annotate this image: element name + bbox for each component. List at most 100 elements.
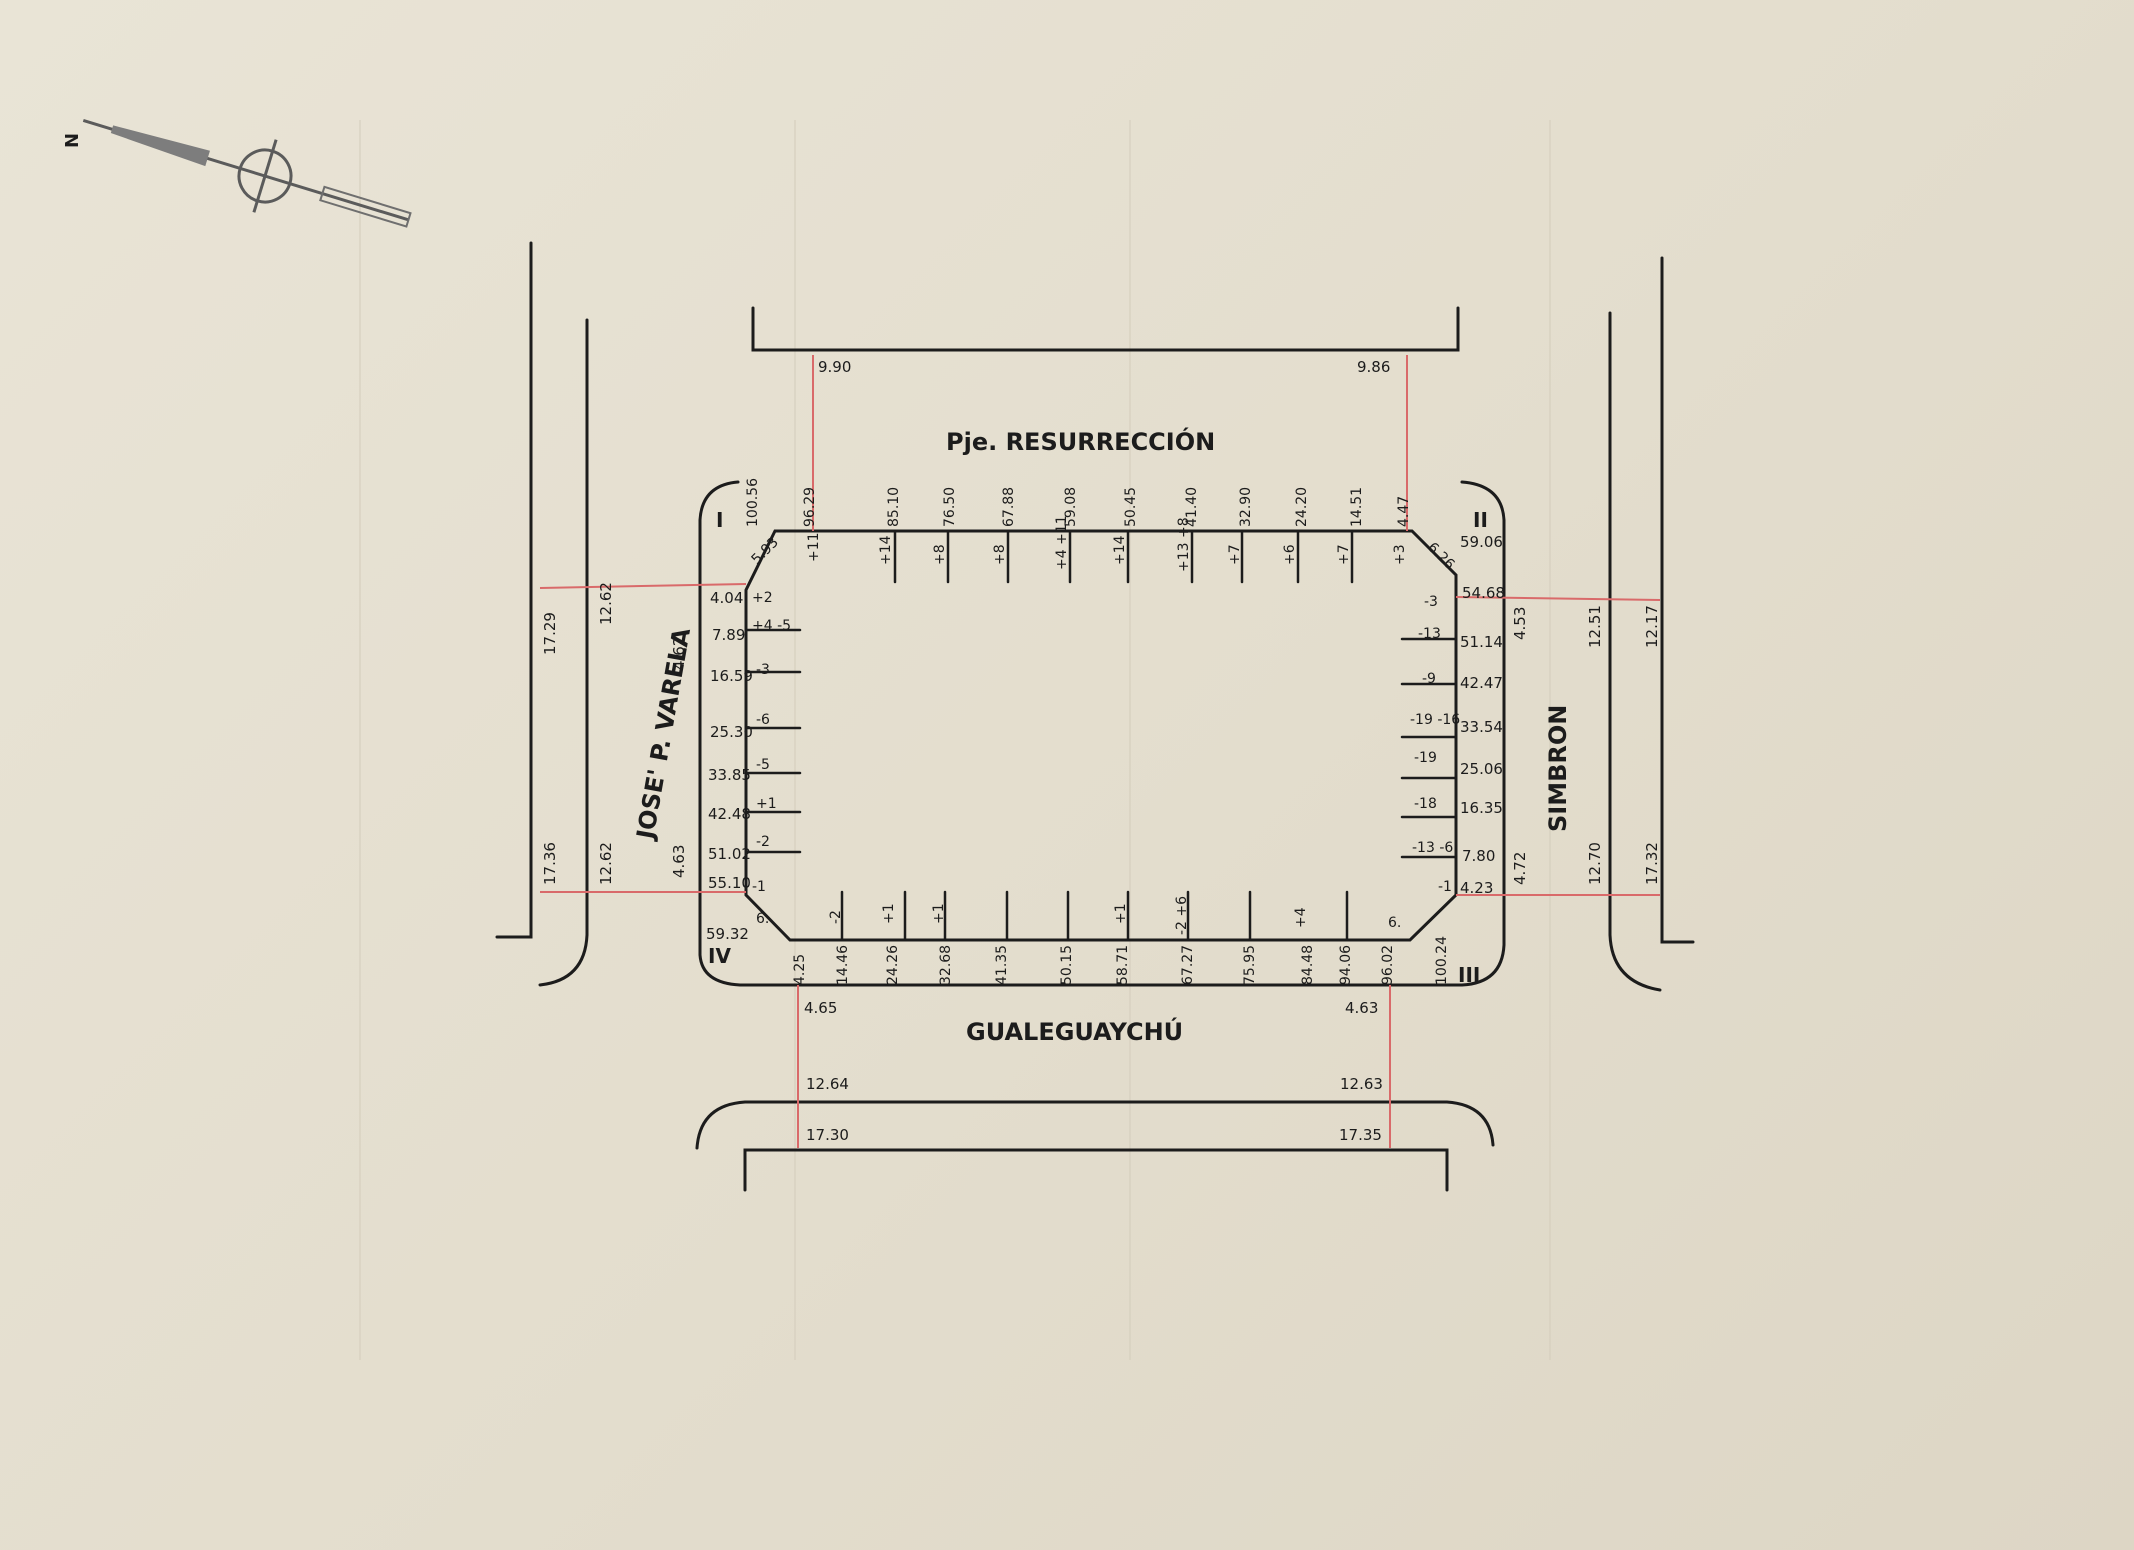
- south-pos-7: 67.27: [1180, 945, 1196, 985]
- south-pos-10: 94.06: [1338, 945, 1354, 985]
- south-pos-12: 100.24: [1434, 936, 1450, 985]
- north-pos-3: 76.50: [942, 487, 958, 527]
- north-off-9: +6: [1282, 544, 1298, 565]
- lot-boundary: [744, 529, 1458, 942]
- south-pos-11: 96.02: [1380, 945, 1396, 985]
- west-off-6: -2: [756, 834, 770, 850]
- north-letter: N: [62, 133, 83, 148]
- west-pos-6: 51.02: [708, 845, 751, 863]
- west-off-3: -6: [756, 712, 770, 728]
- north-off-11: +3: [1392, 544, 1408, 565]
- east-side-values: 59.06 54.68 51.14 42.47 33.54 25.06 16.3…: [1410, 533, 1505, 897]
- block-outline: [698, 480, 1506, 987]
- south-off-9: +4: [1293, 907, 1309, 928]
- east-pos-2: 51.14: [1460, 633, 1503, 651]
- north-off-6: +14: [1112, 535, 1128, 565]
- east-dist-1732: 17.32: [1643, 842, 1661, 885]
- west-pos-3: 25.30: [710, 723, 753, 741]
- south-pos-8: 75.95: [1242, 945, 1258, 985]
- south-off-2: +1: [881, 903, 897, 924]
- south-pos-5: 50.15: [1059, 945, 1075, 985]
- south-dist-1735: 17.35: [1339, 1126, 1382, 1144]
- south-dist-1264: 12.64: [806, 1075, 849, 1093]
- west-pos-8: 59.32: [706, 925, 749, 943]
- street-name-north: Pje. RESURRECCIÓN: [946, 426, 1215, 456]
- west-ticks: [744, 628, 802, 854]
- corner-label-2: II: [1473, 508, 1488, 532]
- north-off-2: +14: [878, 535, 894, 565]
- corner-label-3: III: [1458, 963, 1480, 987]
- east-pos-8: 4.23: [1460, 879, 1493, 897]
- east-dist-453: 4.53: [1511, 607, 1529, 640]
- east-off-7: -13 -6: [1412, 840, 1453, 856]
- south-pos-1: 14.46: [835, 945, 851, 985]
- south-off-7: -2 +6: [1174, 896, 1190, 935]
- north-off-5: +4 +11: [1054, 515, 1070, 570]
- north-pos-11: 4.47: [1396, 496, 1412, 527]
- north-pos-1: 96.29: [802, 487, 818, 527]
- street-boundaries: [495, 241, 1695, 1192]
- east-off-5: -19: [1414, 750, 1437, 766]
- north-off-3: +8: [932, 544, 948, 565]
- north-off-8: +7: [1227, 544, 1243, 565]
- east-pos-3: 42.47: [1460, 674, 1503, 692]
- west-dist-1736: 17.36: [541, 842, 559, 885]
- west-dist-1262-top: 12.62: [597, 582, 615, 625]
- south-side-values: 4.25 14.46 24.26 32.68 41.35 50.15 58.71…: [792, 896, 1450, 985]
- north-dist-left: 9.90: [818, 358, 851, 376]
- chamfer-c2: 6.26: [1424, 540, 1457, 573]
- west-off-0: +2: [752, 590, 773, 606]
- north-ticks: [893, 529, 1354, 584]
- east-off-3: -9: [1422, 671, 1436, 687]
- north-pos-7: 41.40: [1184, 487, 1200, 527]
- west-pos-7: 55.10: [708, 874, 751, 892]
- north-side-values: 100.56 96.29 85.10 76.50 67.88 59.08 50.…: [745, 478, 1412, 527]
- north-pos-2: 85.10: [886, 487, 902, 527]
- west-pos-1: 7.89: [712, 626, 745, 644]
- west-pos-4: 33.85: [708, 766, 751, 784]
- east-pos-1: 54.68: [1462, 584, 1505, 602]
- east-pos-4: 33.54: [1460, 718, 1503, 736]
- south-pos-9: 84.48: [1300, 945, 1316, 985]
- west-off-5: +1: [756, 796, 777, 812]
- east-dist-1217: 12.17: [1643, 605, 1661, 648]
- south-pos-6: 58.71: [1115, 945, 1131, 985]
- south-dist-463: 4.63: [1345, 999, 1378, 1017]
- east-dist-472: 4.72: [1511, 852, 1529, 885]
- north-off-10: +7: [1336, 544, 1352, 565]
- south-pos-2: 24.26: [885, 945, 901, 985]
- north-pos-5: 59.08: [1063, 487, 1079, 527]
- west-dist-1262-bot: 12.62: [597, 842, 615, 885]
- west-off-4: -5: [756, 757, 770, 773]
- chamfer-c1: 5.93: [749, 534, 782, 567]
- north-side-offsets: +11 +14 +8 +8 +4 +11 +14 +13 +8 +7 +6 +7…: [806, 515, 1408, 572]
- west-off-1: +4 -5: [752, 618, 791, 634]
- north-off-1: +11: [806, 532, 822, 562]
- west-dist-1729: 17.29: [541, 612, 559, 655]
- south-off-1: -2: [828, 910, 844, 924]
- east-pos-7: 7.80: [1462, 847, 1495, 865]
- west-dist-462: 4.62: [670, 637, 688, 670]
- east-dist-1251: 12.51: [1586, 605, 1604, 648]
- west-off-7: -1: [752, 879, 766, 895]
- west-dist-463: 4.63: [670, 845, 688, 878]
- west-pos-0: 4.04: [710, 589, 743, 607]
- north-off-7: +13 +8: [1176, 517, 1192, 572]
- east-pos-6: 16.35: [1460, 799, 1503, 817]
- west-side-values: 4.04 7.89 16.59 25.30 33.85 42.48 51.02 …: [706, 589, 791, 943]
- west-pos-5: 42.48: [708, 805, 751, 823]
- south-off-3: +1: [931, 903, 947, 924]
- west-off-2: -3: [756, 662, 770, 678]
- north-off-4: +8: [992, 544, 1008, 565]
- measurement-lines: [539, 355, 1661, 1148]
- east-pos-0: 59.06: [1460, 533, 1503, 551]
- north-pos-0: 100.56: [745, 478, 761, 527]
- south-pos-3: 32.68: [938, 945, 954, 985]
- paper-fold-lines: [359, 120, 1551, 1360]
- east-off-8: -1: [1438, 879, 1452, 895]
- south-ticks: [840, 890, 1349, 942]
- south-off-6: +1: [1113, 903, 1129, 924]
- north-pos-6: 50.45: [1123, 487, 1139, 527]
- east-off-2: -13: [1418, 626, 1441, 642]
